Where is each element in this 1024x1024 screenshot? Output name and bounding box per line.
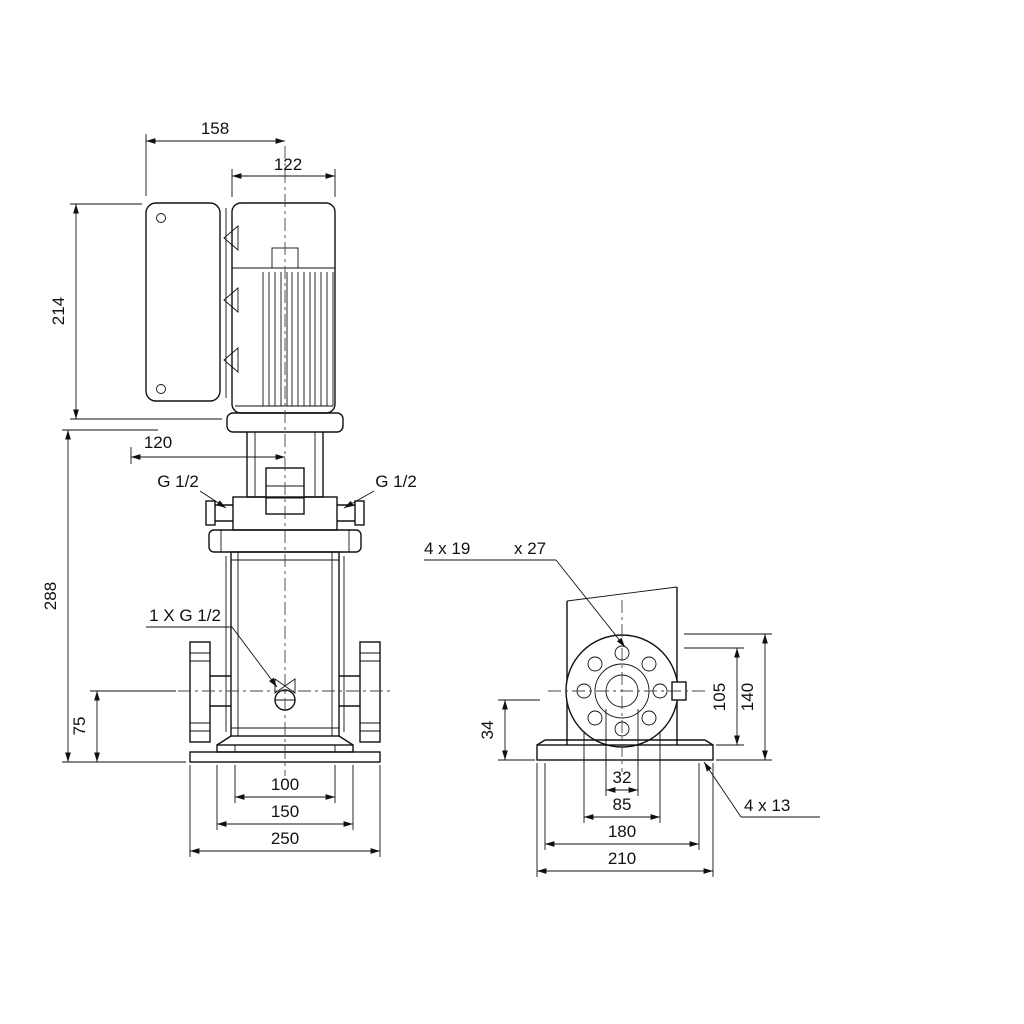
dim-32-label: 32 <box>613 768 632 787</box>
dim-210: 210 <box>536 763 714 877</box>
dim-214-label: 214 <box>49 297 68 325</box>
control-box-screw-bottom <box>156 384 166 394</box>
dim-250: 250 <box>189 765 381 857</box>
side-column <box>566 586 678 745</box>
dim-32: 32 <box>605 709 639 796</box>
dim-105-label: 105 <box>710 683 729 711</box>
dim-158-label: 158 <box>201 119 229 138</box>
base-note-text: 4 x 13 <box>744 796 790 815</box>
side-view: 4 x 19 x 27 34 105 140 <box>424 539 820 877</box>
control-box-screw-top <box>156 213 166 223</box>
dim-75-label: 75 <box>70 717 89 736</box>
dim-122-label: 122 <box>274 155 302 174</box>
port-right-label-text: G 1/2 <box>375 472 417 491</box>
flange-hole-note: 4 x 19 x 27 <box>424 539 626 648</box>
dim-75: 75 <box>70 690 176 762</box>
flange-note-count: 4 x 19 <box>424 539 470 558</box>
dim-180: 180 <box>544 763 700 850</box>
suction-flange-left <box>189 641 231 743</box>
pump-head <box>205 496 365 531</box>
dim-120-label: 120 <box>144 433 172 452</box>
dim-210-label: 210 <box>608 849 636 868</box>
cable-entry-glands <box>223 225 239 373</box>
dim-120: 120 <box>130 433 285 464</box>
port-label-right: G 1/2 <box>343 472 417 509</box>
dim-214: 214 <box>49 203 222 420</box>
dim-100: 100 <box>234 765 336 803</box>
drain-label-text: 1 X G 1/2 <box>149 606 221 625</box>
dim-34-label: 34 <box>478 721 497 740</box>
base-side <box>536 739 714 761</box>
motor-cooling-fins <box>262 272 334 406</box>
front-view: 158 122 214 120 288 <box>41 119 417 857</box>
dim-288-label: 288 <box>41 582 60 610</box>
dim-105: 105 <box>684 647 744 746</box>
dim-250-label: 250 <box>271 829 299 848</box>
control-box <box>145 202 227 402</box>
drain-label: 1 X G 1/2 <box>146 606 278 688</box>
dim-180-label: 180 <box>608 822 636 841</box>
dim-85-label: 85 <box>613 795 632 814</box>
dim-140: 140 <box>684 633 772 761</box>
port-left-label-text: G 1/2 <box>157 472 199 491</box>
port-plug-left <box>205 500 216 526</box>
port-plug-right <box>354 500 365 526</box>
break-line <box>566 586 678 602</box>
dim-85: 85 <box>583 731 661 823</box>
motor <box>231 202 336 414</box>
dim-100-label: 100 <box>271 775 299 794</box>
pump-column <box>225 551 345 737</box>
discharge-flange-right <box>339 641 381 743</box>
dim-140-label: 140 <box>738 683 757 711</box>
dim-150-label: 150 <box>271 802 299 821</box>
dim-288: 288 <box>41 429 186 763</box>
dim-34: 34 <box>478 699 540 761</box>
port-label-left: G 1/2 <box>157 472 227 509</box>
dim-158: 158 <box>145 119 285 196</box>
flange-note-depth: x 27 <box>514 539 546 558</box>
dim-122: 122 <box>231 155 336 197</box>
base-hole-note: 4 x 13 <box>703 761 820 818</box>
dim-150: 150 <box>216 765 354 830</box>
